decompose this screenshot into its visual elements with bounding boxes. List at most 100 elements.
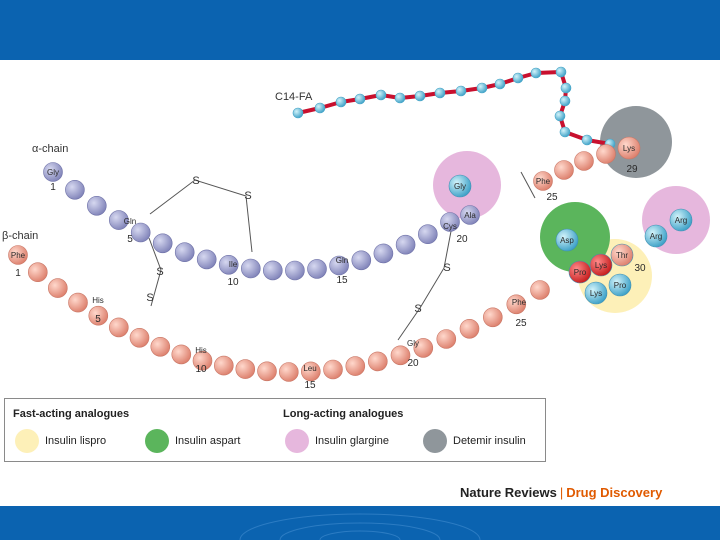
residue-label: Pro bbox=[574, 268, 587, 277]
beta-residue-bead bbox=[596, 144, 616, 164]
legend-long-heading: Long-acting analogues bbox=[283, 408, 404, 420]
alpha-residue-bead bbox=[196, 249, 217, 270]
residue-label: 20 bbox=[407, 358, 419, 369]
fatty-acid-bead bbox=[559, 95, 571, 107]
disulfide-s-label: S bbox=[156, 266, 163, 278]
residue-label: 10 bbox=[195, 364, 207, 375]
beta-residue-bead bbox=[574, 151, 594, 171]
fatty-acid-bead bbox=[555, 66, 567, 78]
disulfide-labels: S S S S S S bbox=[146, 175, 450, 315]
residue-label: Phe bbox=[536, 177, 551, 186]
fatty-acid-bead bbox=[375, 89, 387, 101]
residue-labels: Gly1Gln5Ile10Gln15Cys20AlaGlyPhe1His5His… bbox=[11, 144, 687, 391]
disulfide-s-label: S bbox=[414, 303, 421, 315]
residue-label: 15 bbox=[336, 275, 348, 286]
residue-label: Gln bbox=[336, 256, 348, 265]
residue-label: Gly bbox=[47, 168, 59, 177]
legend-label: Detemir insulin bbox=[453, 435, 526, 447]
residue-label: Gln bbox=[124, 217, 136, 226]
alpha-residue-bead bbox=[130, 222, 151, 243]
residue-label: 1 bbox=[50, 182, 56, 193]
beta-residue-bead bbox=[47, 278, 68, 298]
legend-swatch bbox=[285, 429, 309, 453]
residue-label: 25 bbox=[546, 192, 558, 203]
disulfide-bridges bbox=[148, 171, 536, 341]
beta-residue-bead bbox=[482, 307, 503, 328]
legend-panel: Fast-acting analogues Long-acting analog… bbox=[4, 398, 546, 462]
fatty-acid-bead bbox=[434, 87, 446, 99]
fatty-acid-bead bbox=[314, 102, 326, 114]
residue-label: Gly bbox=[407, 339, 419, 348]
residue-label: 1 bbox=[15, 268, 21, 279]
residue-label: Thr bbox=[616, 251, 628, 260]
disulfide-bridge-a20-b19 bbox=[397, 225, 453, 341]
disulfide-bridge-a7-b7 bbox=[148, 237, 162, 307]
modified-residue-bead bbox=[610, 243, 634, 267]
modified-residue-bead bbox=[568, 260, 592, 284]
credit-separator: | bbox=[559, 485, 564, 500]
fatty-acid-bead bbox=[476, 82, 488, 94]
beta-residue-bead bbox=[436, 329, 457, 349]
beta-residue-bead bbox=[390, 345, 411, 366]
modified-residue-bead bbox=[644, 224, 668, 248]
modified-residue-bead bbox=[555, 228, 579, 252]
legend-label: Insulin glargine bbox=[315, 435, 389, 447]
residue-label: Leu bbox=[303, 364, 316, 373]
modified-residue-bead bbox=[608, 273, 632, 297]
legend-item-lispro: Insulin lispro bbox=[15, 429, 106, 453]
alpha-residue-bead bbox=[395, 234, 416, 255]
fatty-acid-label: C14-FA bbox=[275, 91, 313, 103]
fatty-acid-bead bbox=[530, 67, 542, 79]
fatty-acid-bead bbox=[335, 96, 347, 108]
fatty-acid-bead bbox=[512, 72, 524, 84]
alpha-residue-bead bbox=[440, 212, 460, 232]
alpha-residue-bead bbox=[329, 255, 349, 276]
fatty-acid-bead bbox=[414, 90, 426, 102]
modified-residues bbox=[448, 136, 693, 305]
legend-label: Insulin aspart bbox=[175, 435, 241, 447]
beta-residue-bead bbox=[459, 318, 480, 339]
residue-label: Pro bbox=[614, 281, 627, 290]
disulfide-s-label: S bbox=[192, 175, 199, 187]
residue-label: Ile bbox=[229, 260, 238, 269]
alpha-residue-bead bbox=[351, 250, 372, 271]
legend-item-detemir: Detemir insulin bbox=[423, 429, 526, 453]
beta-residue-bead bbox=[323, 359, 343, 380]
beta-residue-bead bbox=[554, 160, 574, 180]
disulfide-s-label: S bbox=[146, 292, 153, 304]
residue-label: 25 bbox=[515, 318, 527, 329]
alpha-residue-bead bbox=[174, 242, 195, 262]
alpha-residue-bead bbox=[460, 205, 480, 225]
footer-band bbox=[0, 506, 720, 540]
beta-residue-bead bbox=[413, 338, 434, 358]
alpha-residue-bead bbox=[87, 196, 107, 216]
beta-chain bbox=[8, 245, 550, 382]
fatty-acid-bead bbox=[581, 134, 593, 146]
beta-residue-bead bbox=[530, 280, 550, 300]
beta-chain-label: β-chain bbox=[2, 230, 38, 242]
beta-residue-bead bbox=[109, 317, 129, 338]
modified-residue-bead bbox=[669, 208, 693, 232]
residue-label: 5 bbox=[95, 314, 101, 325]
disulfide-bridge-intra bbox=[149, 179, 253, 253]
legend-swatch bbox=[145, 429, 169, 453]
residue-label: Ala bbox=[464, 211, 476, 220]
fatty-acid-bead bbox=[394, 92, 406, 104]
beta-residue-bead bbox=[300, 361, 321, 382]
residue-label: Lys bbox=[590, 289, 602, 298]
residue-label: His bbox=[195, 346, 207, 355]
residue-label: 29 bbox=[626, 164, 638, 175]
modified-residue-bead bbox=[448, 174, 472, 198]
fatty-acid-bead bbox=[554, 110, 566, 122]
legend-fast-heading: Fast-acting analogues bbox=[13, 408, 130, 420]
disulfide-s-label: S bbox=[443, 262, 450, 274]
alpha-chain-label: α-chain bbox=[32, 143, 68, 155]
footer-ripple-decoration bbox=[239, 513, 481, 540]
beta-residue-bead bbox=[235, 359, 256, 379]
residue-label: 10 bbox=[227, 277, 239, 288]
beta-residue-bead bbox=[8, 245, 28, 265]
fatty-acid-chain bbox=[292, 66, 616, 150]
beta-residue-bead bbox=[533, 171, 553, 191]
residue-label: Gly bbox=[454, 182, 466, 191]
